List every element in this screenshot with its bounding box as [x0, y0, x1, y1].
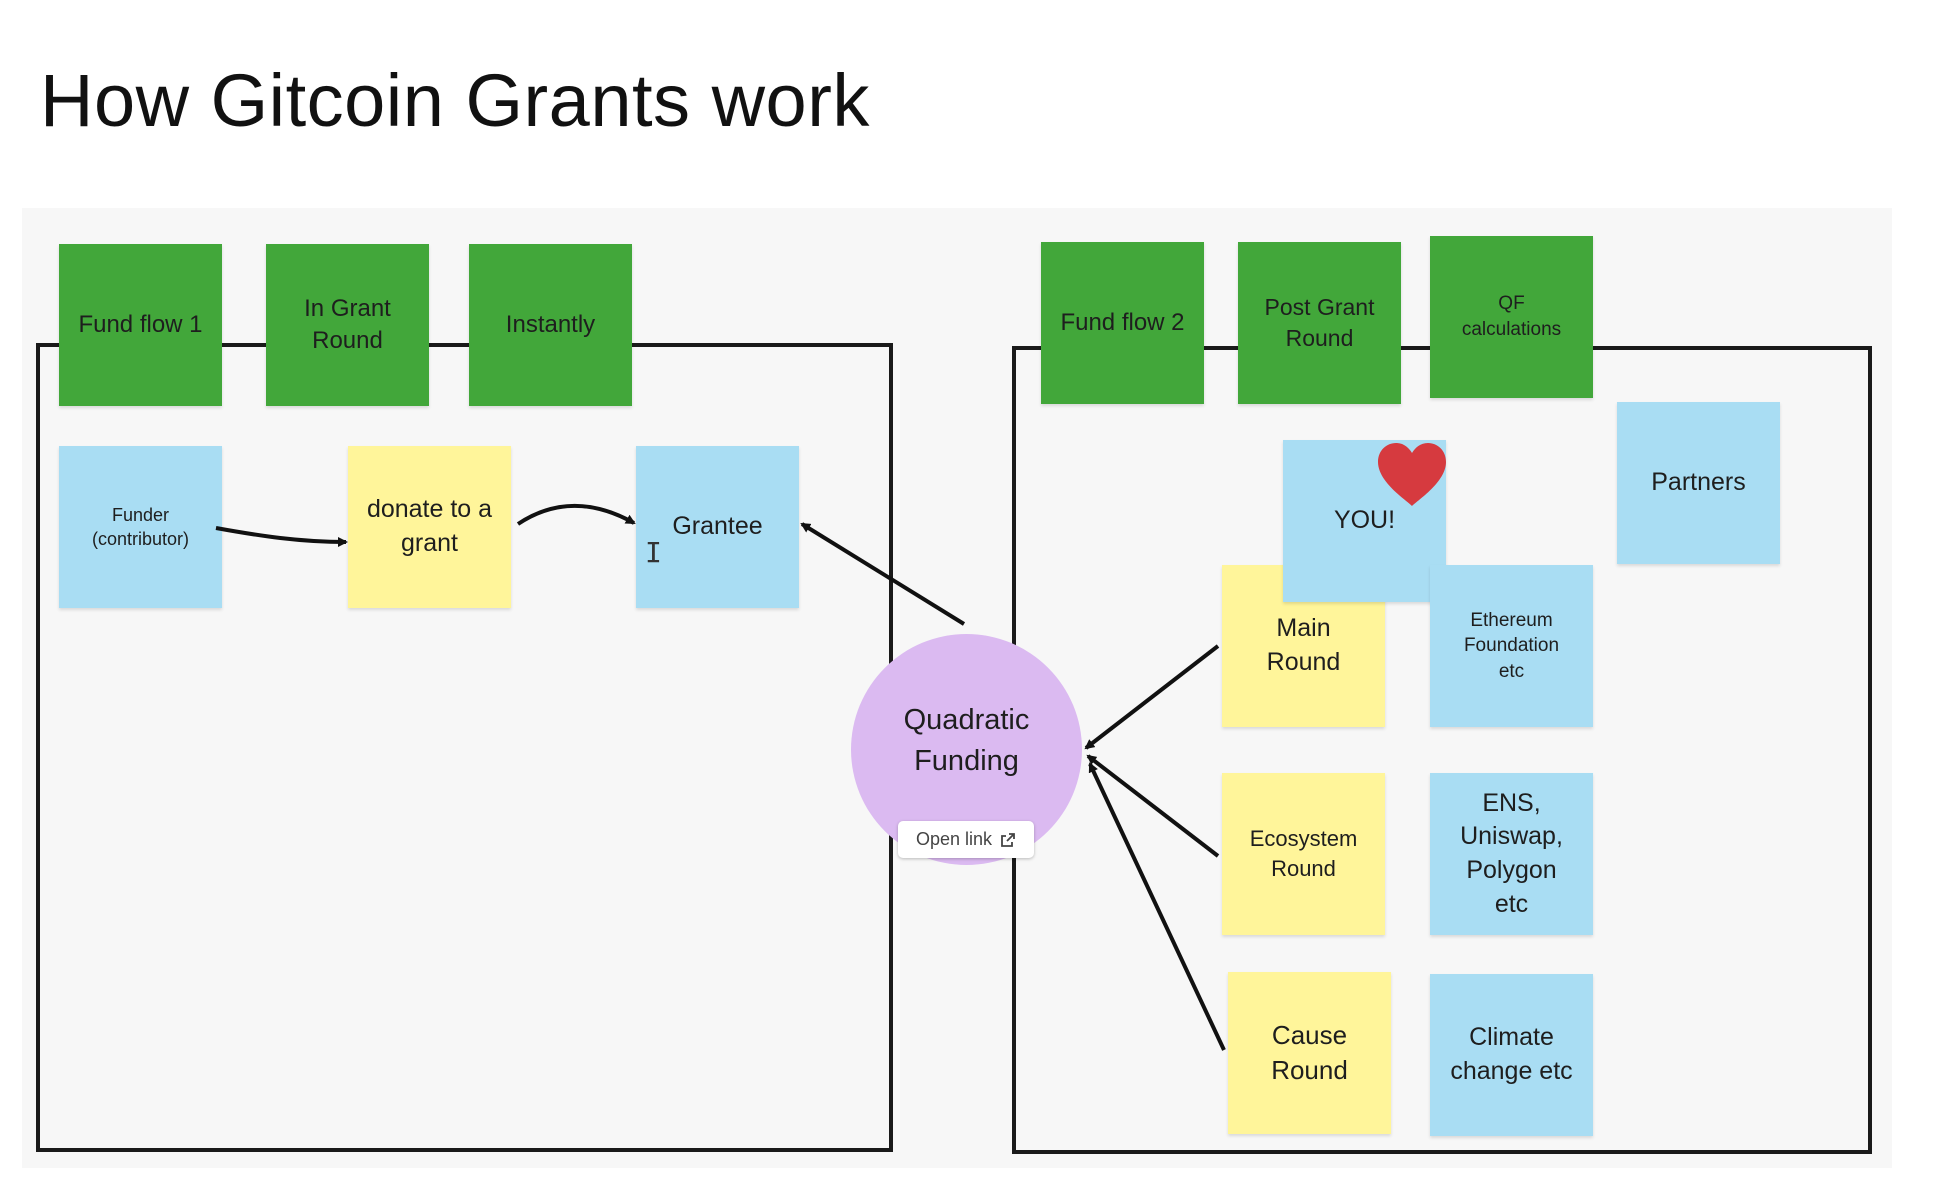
you-label: YOU! [1333, 506, 1396, 535]
fund-flow-2-label: Fund flow 2 [1060, 308, 1185, 336]
funder-label: Funder (contributor) [91, 504, 190, 549]
grantee-label: Grantee [672, 512, 763, 541]
instantly-note[interactable]: Instantly [469, 244, 632, 406]
funder-note[interactable]: Funder (contributor) [59, 446, 222, 608]
page-title: How Gitcoin Grants work [40, 59, 870, 142]
quadratic-funding-label: Quadratic Funding [903, 703, 1030, 777]
ecosystem-round-note[interactable]: Ecosystem Round [1222, 773, 1385, 935]
climate-change-note[interactable]: Climate change etc [1430, 974, 1593, 1136]
grantee-note[interactable]: Grantee [636, 446, 799, 608]
ens-uniswap-polygon-note[interactable]: ENS, Uniswap, Polygon etc [1430, 773, 1593, 935]
fund-flow-2-note[interactable]: Fund flow 2 [1041, 242, 1204, 404]
in-grant-round-note[interactable]: In Grant Round [266, 244, 429, 406]
in-grant-round-label: In Grant Round [304, 294, 391, 354]
main-round-label: Main Round [1266, 614, 1341, 676]
fund-flow-1-label: Fund flow 1 [78, 310, 203, 338]
post-grant-round-note[interactable]: Post Grant Round [1238, 242, 1401, 404]
cause-round-note[interactable]: Cause Round [1228, 972, 1391, 1134]
ens-uniswap-polygon-label: ENS, Uniswap, Polygon etc [1460, 788, 1563, 918]
qf-calculations-note[interactable]: QF calculations [1430, 236, 1593, 398]
donate-note[interactable]: donate to a grant [348, 446, 511, 608]
instantly-label: Instantly [505, 310, 596, 338]
donate-label: donate to a grant [366, 495, 493, 557]
open-link-button[interactable]: Open link [898, 821, 1034, 858]
climate-change-label: Climate change etc [1450, 1023, 1573, 1085]
fund-flow-1-note[interactable]: Fund flow 1 [59, 244, 222, 406]
ethereum-foundation-label: Ethereum Foundation etc [1463, 609, 1560, 682]
partners-note[interactable]: Partners [1617, 402, 1780, 564]
post-grant-round-label: Post Grant Round [1264, 293, 1375, 351]
text-cursor-icon: I [645, 536, 662, 569]
qf-calculations-label: QF calculations [1461, 293, 1562, 340]
cause-round-label: Cause Round [1271, 1019, 1348, 1085]
open-link-label: Open link [915, 829, 993, 849]
ethereum-foundation-note[interactable]: Ethereum Foundation etc [1430, 565, 1593, 727]
heart-icon [1378, 443, 1446, 506]
partners-label: Partners [1651, 468, 1746, 497]
ecosystem-round-label: Ecosystem Round [1249, 826, 1358, 881]
external-link-icon [1001, 832, 1015, 847]
